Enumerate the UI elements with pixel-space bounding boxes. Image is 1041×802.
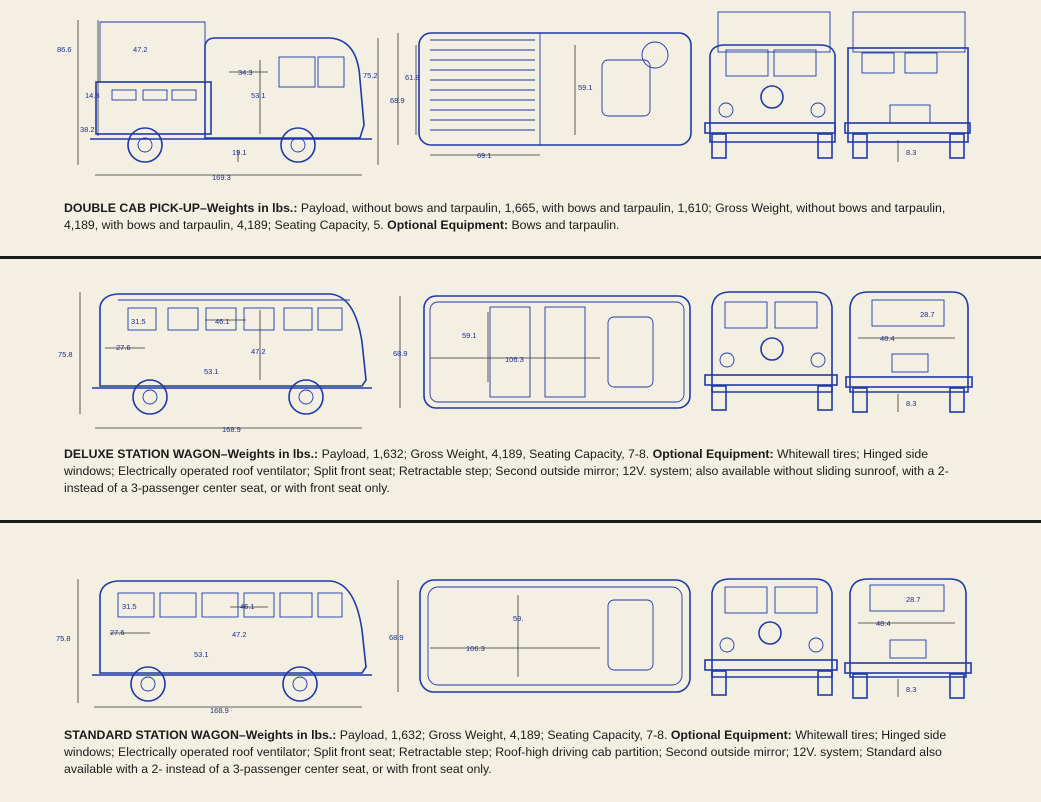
dim-h-top: 47.2	[133, 45, 148, 54]
dim-d3: 27.6	[110, 628, 125, 637]
dim-d5: 53.1	[204, 367, 219, 376]
dim-plan-w-outer: 68.9	[390, 96, 405, 105]
double-cab-title: DOUBLE CAB PICK-UP–Weights in lbs.:	[64, 201, 298, 215]
deluxe-optional-label: Optional Equipment:	[652, 447, 774, 461]
section-deluxe: 75.8 31.5 46.1 27.6 47.2 53.1 168.9 68.9…	[0, 262, 1041, 517]
dim-h-bed: 14.8	[85, 91, 100, 100]
standard-optional-label: Optional Equipment:	[670, 728, 792, 742]
standard-plan-view: 68.9 59. 106.3	[389, 579, 691, 693]
standard-body: Payload, 1,632; Gross Weight, 4,189; Sea…	[336, 728, 668, 742]
deluxe-optional: Whitewall tires; Hinged side windows; El…	[64, 447, 949, 495]
deluxe-side-view: 75.8 31.5 46.1 27.6 47.2 53.1 168.9	[58, 292, 372, 434]
double-cab-drawings: 86.6 47.2 14.8 38.2 34.3 53.1 75.2 19.1 …	[57, 11, 971, 182]
section-double-cab: 86.6 47.2 14.8 38.2 34.3 53.1 75.2 19.1 …	[0, 0, 1041, 255]
dim-plan-len: 106.3	[466, 644, 485, 653]
standard-optional: Whitewall tires; Hinged side windows; El…	[64, 728, 947, 776]
deluxe-plan-view: 68.9 59.1 106.3	[393, 295, 691, 409]
dim-d2: 46.1	[215, 317, 230, 326]
double-cab-optional-label: Optional Equipment:	[387, 218, 509, 232]
dim-ground: 8.3	[906, 685, 916, 694]
deluxe-drawings: 75.8 31.5 46.1 27.6 47.2 53.1 168.9 68.9…	[58, 291, 973, 434]
dim-cab: 34.3	[238, 68, 253, 77]
dim-h-floor: 38.2	[80, 125, 95, 134]
dim-d5: 53.1	[194, 650, 209, 659]
dim-d2: 46.1	[240, 602, 255, 611]
standard-rear-view: 28.7 48.4 8.3	[844, 578, 972, 699]
dim-h-total: 75.8	[56, 634, 71, 643]
section-divider-2	[0, 520, 1041, 523]
dim-h-side: 75.2	[363, 71, 378, 80]
dim-rear-top: 28.7	[906, 595, 921, 604]
double-cab-optional: Bows and tarpaulin.	[508, 218, 620, 232]
deluxe-description: DELUXE STATION WAGON–Weights in lbs.: Pa…	[64, 446, 976, 497]
dim-d4: 47.2	[232, 630, 247, 639]
dim-plan-w-cab: 59.1	[578, 83, 593, 92]
dim-rear-w: 48.4	[880, 334, 895, 343]
dim-plan-in: 59.1	[462, 331, 477, 340]
deluxe-front-view	[704, 291, 838, 411]
dim-d1: 31.5	[131, 317, 146, 326]
dim-plan-len: 106.3	[505, 355, 524, 364]
dim-h-total: 86.6	[57, 45, 72, 54]
dim-length: 168.9	[210, 706, 229, 715]
dim-h-total: 75.8	[58, 350, 73, 359]
section-standard: 75.8 31.5 46.1 27.6 47.2 53.1 168.9 68.9…	[0, 545, 1041, 802]
deluxe-rear-view: 28.7 48.4 8.3	[845, 291, 973, 413]
dim-ground: 8.3	[906, 399, 916, 408]
dim-h-inner: 53.1	[251, 91, 266, 100]
dim-d3: 27.6	[116, 343, 131, 352]
dim-clear: 19.1	[232, 148, 247, 157]
standard-description: STANDARD STATION WAGON–Weights in lbs.: …	[64, 727, 976, 778]
dim-rear-w: 48.4	[876, 619, 891, 628]
dim-d4: 47.2	[251, 347, 266, 356]
standard-front-view	[704, 578, 838, 696]
dim-plan-bed: 69.1	[477, 151, 492, 160]
double-cab-rear-view: 8.3	[844, 11, 971, 162]
standard-title: STANDARD STATION WAGON–Weights in lbs.:	[64, 728, 337, 742]
standard-side-view: 75.8 31.5 46.1 27.6 47.2 53.1 168.9	[56, 579, 372, 715]
dim-plan-w: 68.9	[393, 349, 408, 358]
deluxe-body: Payload, 1,632; Gross Weight, 4,189, Sea…	[318, 447, 650, 461]
dim-length: 169.3	[212, 173, 231, 182]
dim-plan-w-inner: 61.8	[405, 73, 420, 82]
dim-length: 168.9	[222, 425, 241, 434]
dim-ground: 8.3	[906, 148, 916, 157]
dim-rear-top: 28.7	[920, 310, 935, 319]
deluxe-title: DELUXE STATION WAGON–Weights in lbs.:	[64, 447, 319, 461]
dim-d1: 31.5	[122, 602, 137, 611]
double-cab-description: DOUBLE CAB PICK-UP–Weights in lbs.: Payl…	[64, 200, 976, 234]
dim-plan-in: 59.	[513, 614, 523, 623]
double-cab-side-view: 86.6 47.2 14.8 38.2 34.3 53.1 75.2 19.1 …	[57, 20, 379, 182]
double-cab-front-view	[704, 11, 836, 159]
double-cab-body: Payload, without bows and tarpaulin, 1,6…	[64, 201, 946, 232]
dim-plan-w: 68.9	[389, 633, 404, 642]
section-divider-1	[0, 256, 1041, 259]
double-cab-plan-view: 68.9 61.8 59.1 69.1	[390, 32, 692, 160]
standard-drawings: 75.8 31.5 46.1 27.6 47.2 53.1 168.9 68.9…	[56, 578, 972, 715]
